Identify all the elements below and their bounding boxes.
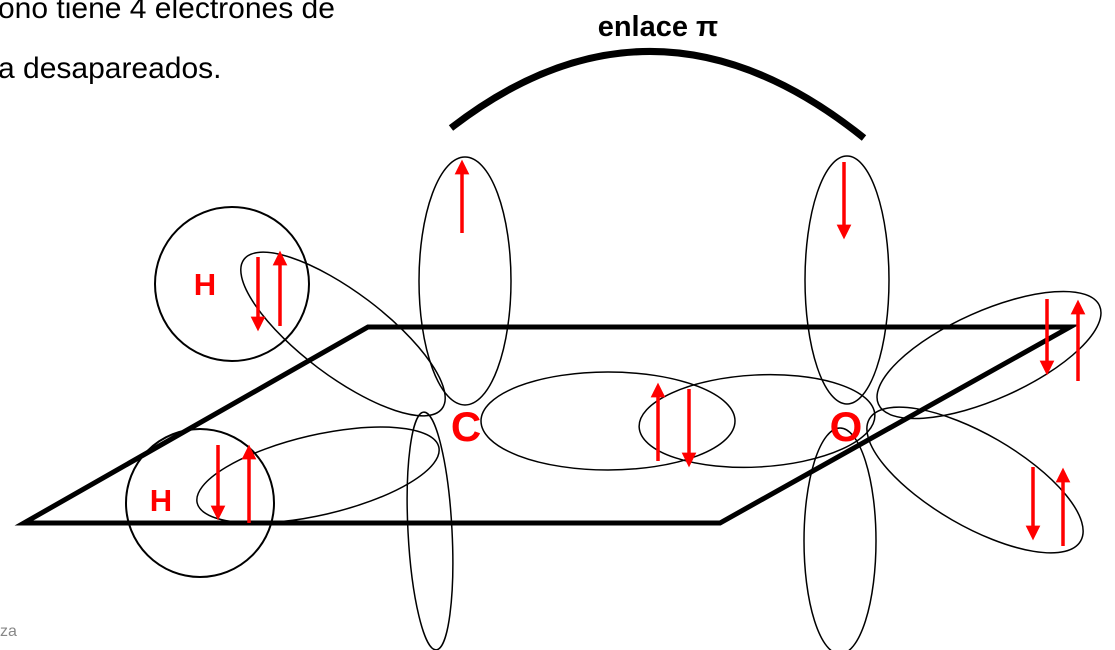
hydrogen-bottom-label: H: [150, 483, 172, 518]
hydrogen-top-orbital: [154, 206, 310, 362]
carbon-oxygen-sigma-lobe-right: [638, 373, 876, 469]
oxygen-p-orbital-upper-lobe: [804, 155, 890, 405]
pi-bond-arc: [448, 47, 867, 141]
oxygen-lone-pair-lower-lobe: [866, 406, 1084, 554]
carbon-hydrogen-bottom-sigma-lobe: [196, 426, 440, 524]
carbon-hydrogen-top-sigma-lobe: [240, 251, 446, 417]
carbon-oxygen-sigma-lobe-left: [480, 371, 736, 471]
oxygen-label: O: [830, 403, 863, 450]
oxygen-p-orbital-lower-lobe: [803, 427, 877, 650]
pi-bond-label: enlace π: [598, 11, 719, 43]
carbon-label: C: [451, 403, 481, 450]
molecular-plane: [14, 324, 1080, 526]
caption-line-1: ono tiene 4 electrones de: [0, 0, 335, 25]
caption-line-2: a desapareados.: [0, 52, 222, 85]
hydrogen-top-label: H: [194, 267, 216, 302]
carbon-p-orbital-lower-lobe: [406, 411, 454, 650]
oxygen-lone-pair-upper-lobe: [876, 290, 1102, 420]
carbon-p-orbital-upper-lobe: [418, 156, 512, 406]
footer-text-fragment: za: [0, 623, 17, 640]
hydrogen-bottom-orbital: [125, 428, 275, 578]
